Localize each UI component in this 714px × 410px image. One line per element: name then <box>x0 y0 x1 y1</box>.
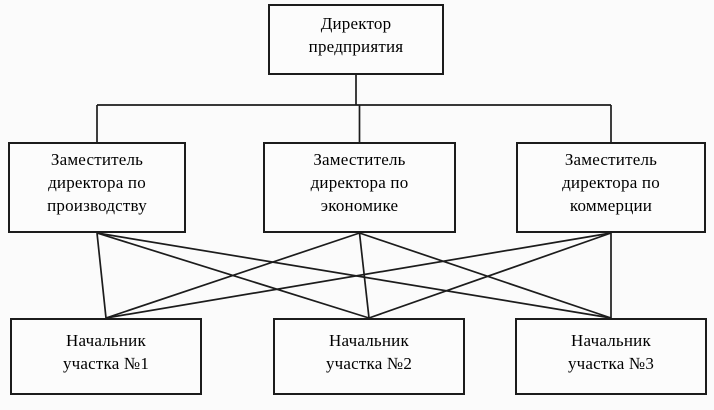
node-deputy-commerce: Заместитель директора по коммерции <box>516 142 706 233</box>
node-chief-3: Начальник участка №3 <box>515 318 707 395</box>
node-deputy-production: Заместитель директора по производству <box>8 142 186 233</box>
node-deputy-economics-label: Заместитель директора по экономике <box>310 150 409 215</box>
node-chief-3-label: Начальник участка №3 <box>567 330 655 373</box>
node-chief-1-label: Начальник участка №1 <box>62 330 150 373</box>
edge-line <box>359 232 612 319</box>
edge-line <box>105 232 360 319</box>
node-deputy-commerce-label: Заместитель директора по коммерции <box>562 150 660 215</box>
node-deputy-production-label: Заместитель директора по производству <box>47 150 147 215</box>
edge-line <box>105 232 612 319</box>
node-deputy-economics: Заместитель директора по экономике <box>263 142 456 233</box>
edge-line <box>96 232 107 319</box>
node-chief-1: Начальник участка №1 <box>10 318 202 395</box>
node-chief-2-label: Начальник участка №2 <box>325 330 413 373</box>
node-chief-2: Начальник участка №2 <box>273 318 465 395</box>
edge-line <box>368 232 612 319</box>
edge-line <box>358 232 370 319</box>
node-director-label: Директор предприятия <box>308 13 404 56</box>
node-director: Директор предприятия <box>268 4 444 75</box>
